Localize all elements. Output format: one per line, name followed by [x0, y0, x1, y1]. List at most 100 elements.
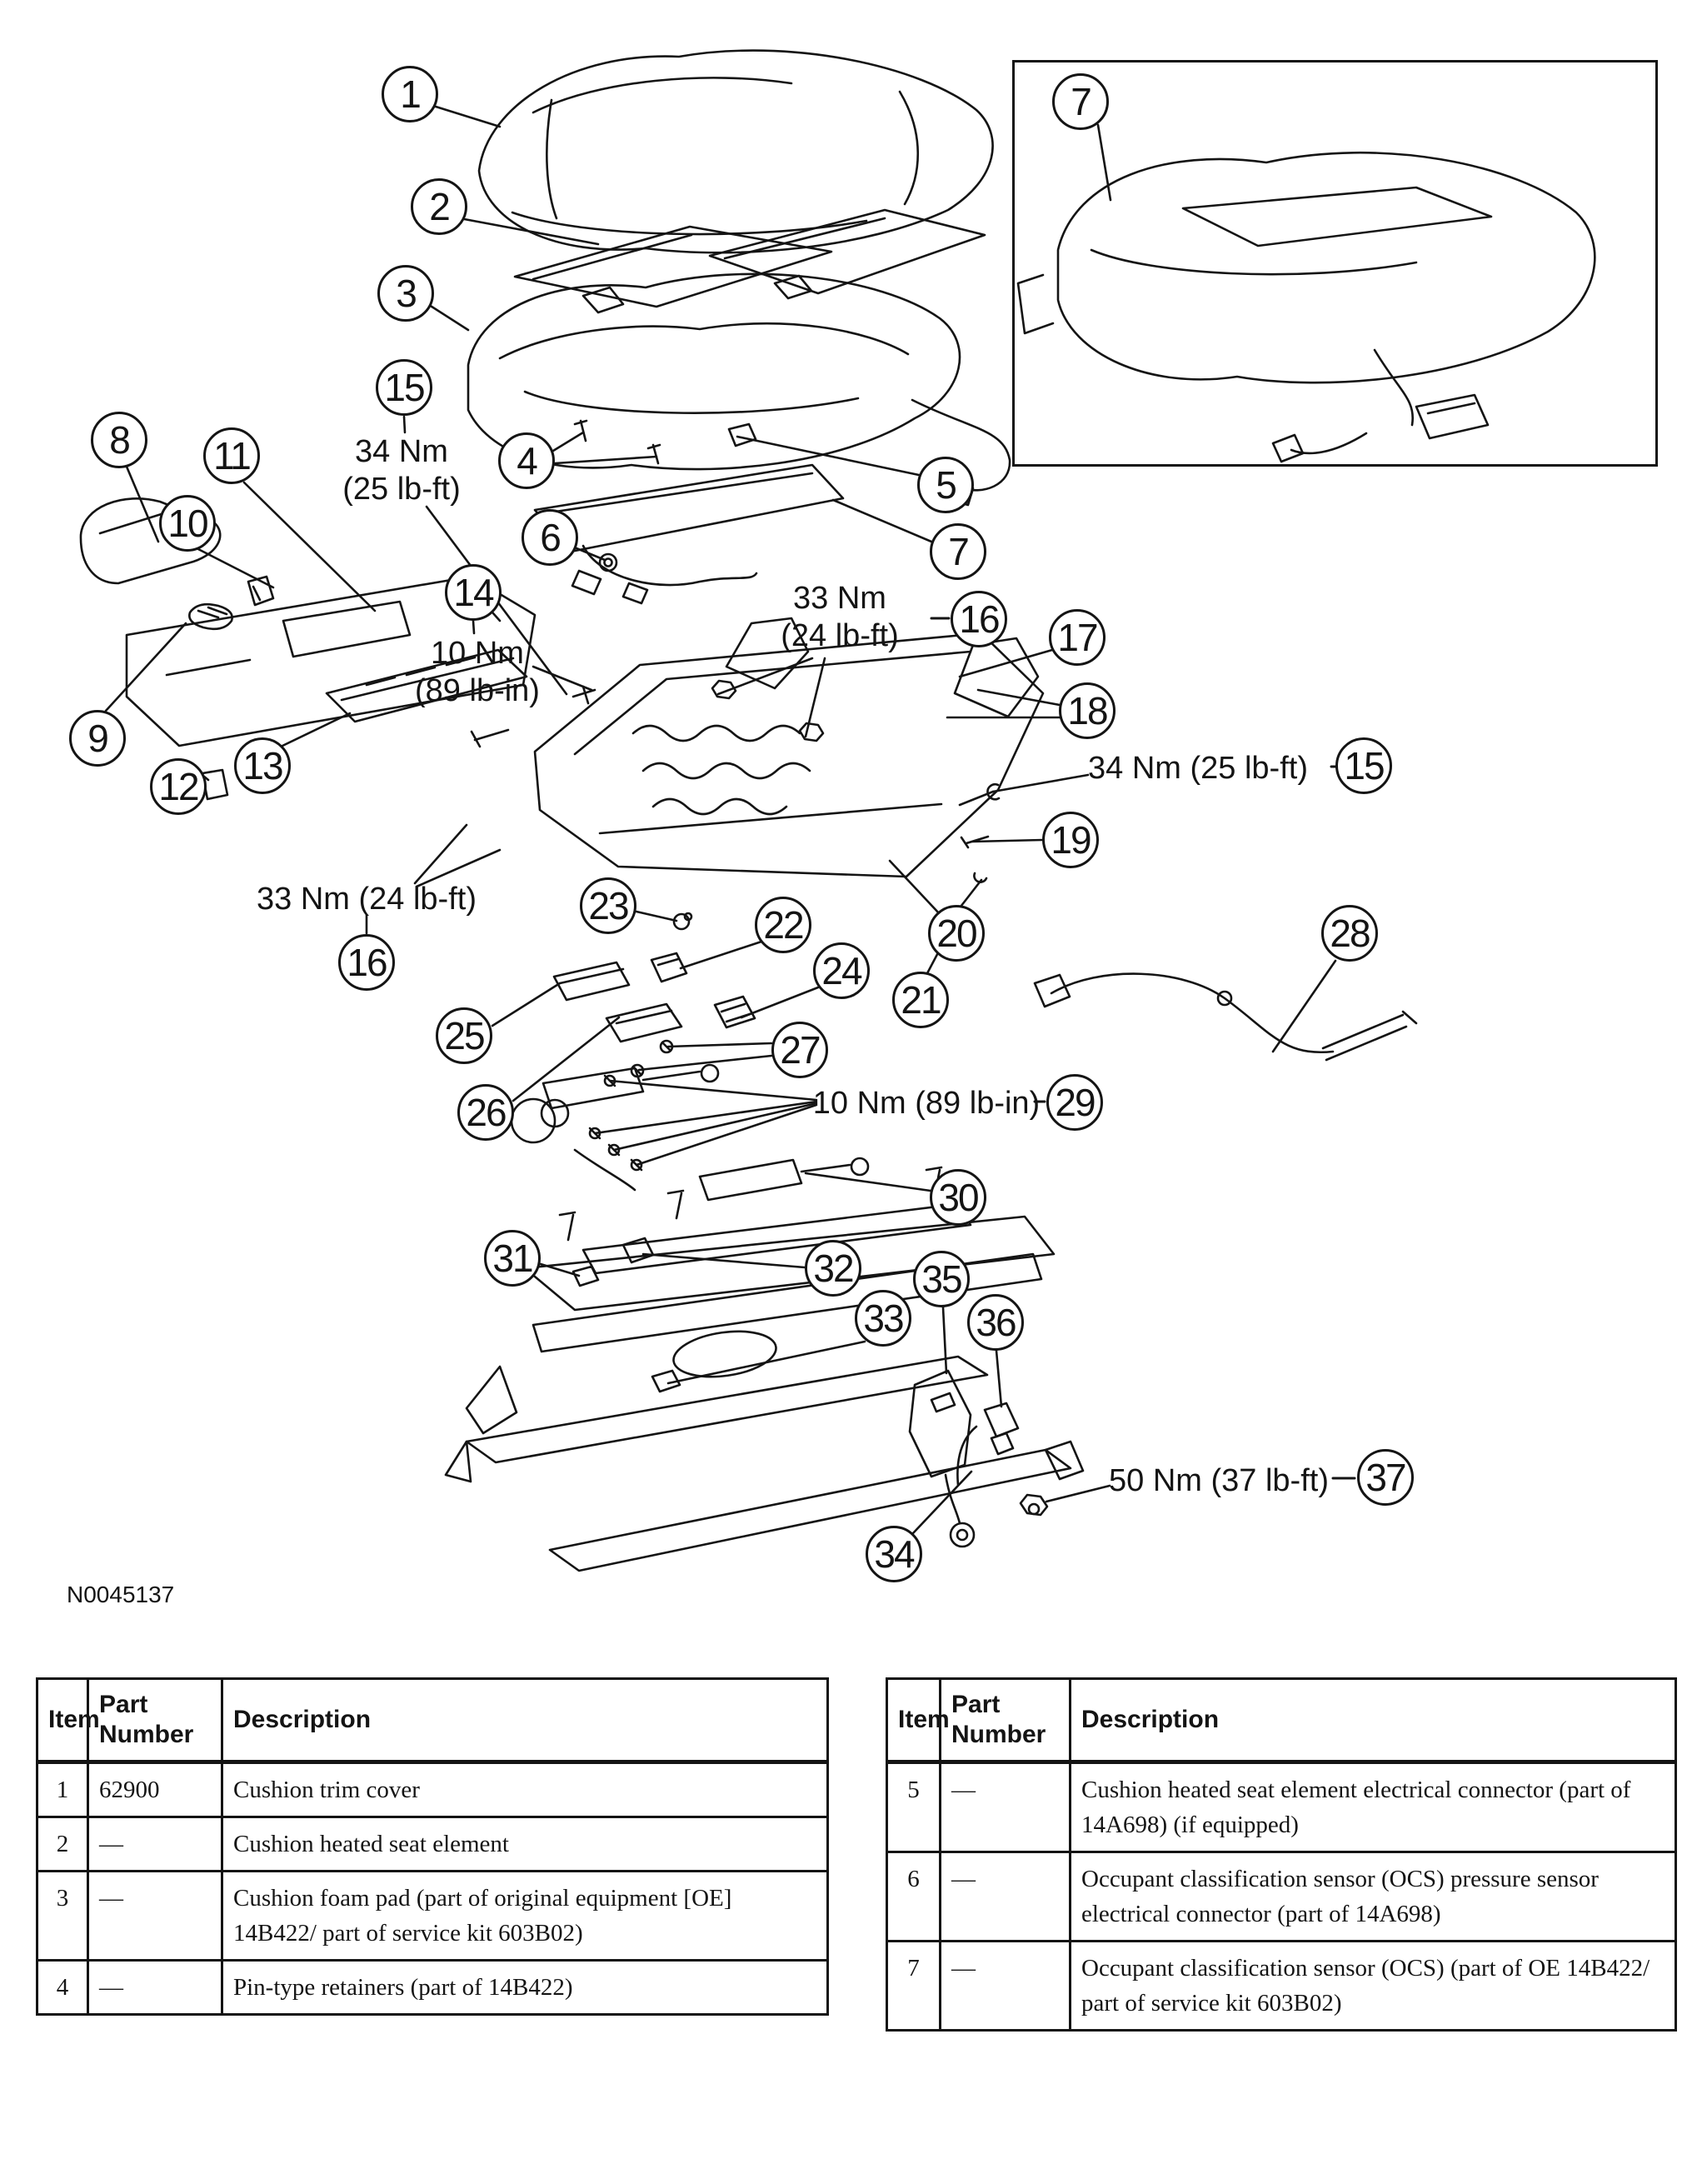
cell-description: Occupant classification sensor (OCS) (pa… [1069, 1940, 1677, 2032]
callout-2: 2 [411, 178, 467, 235]
callout-30: 30 [930, 1169, 986, 1226]
callout-6: 6 [522, 509, 578, 566]
cell-description: Occupant classification sensor (OCS) pre… [1069, 1851, 1677, 1943]
callout-16-left: 16 [338, 934, 395, 991]
table-row: 3—Cushion foam pad (part of original equ… [36, 1870, 829, 1962]
art-foam-pad [467, 272, 1011, 507]
callout-4: 4 [498, 432, 555, 489]
cell-part-number: — [87, 1959, 223, 2017]
callout-18: 18 [1059, 682, 1116, 739]
callout-21: 21 [892, 972, 949, 1028]
art-belt-buckle [908, 1369, 1049, 1548]
callout-13: 13 [234, 737, 291, 794]
callout-17: 17 [1049, 609, 1106, 666]
art-recline-cable [1033, 972, 1418, 1062]
art-gas-struts [510, 1063, 870, 1264]
callout-20: 20 [928, 905, 985, 962]
inset-detail-box [1012, 60, 1658, 467]
table-row: 7—Occupant classification sensor (OCS) (… [886, 1940, 1677, 2032]
callout-19: 19 [1042, 812, 1099, 868]
callout-29: 29 [1046, 1074, 1103, 1131]
callout-27: 27 [771, 1022, 828, 1078]
callout-5: 5 [917, 457, 974, 513]
cell-part-number: — [87, 1816, 223, 1873]
callout-3: 3 [377, 265, 434, 322]
cell-item: 4 [36, 1959, 89, 2017]
cell-part-number: — [939, 1940, 1071, 2032]
torque-34nm-right: 34 Nm (25 lb-ft) [1088, 751, 1308, 786]
art-seat-module [552, 912, 756, 1078]
cell-description: Pin-type retainers (part of 14B422) [221, 1959, 829, 2017]
cell-item: 5 [886, 1760, 941, 1854]
column-header: Description [1069, 1677, 1677, 1764]
torque-34nm-left: 34 Nm(25 lb-ft) [342, 434, 461, 507]
art-inset-cushion-assembly [1016, 151, 1596, 463]
callout-24: 24 [813, 942, 870, 999]
column-header: Part Number [87, 1677, 223, 1764]
cell-description: Cushion heated seat element electrical c… [1069, 1760, 1677, 1854]
callout-25: 25 [436, 1007, 492, 1064]
callout-31: 31 [484, 1230, 541, 1287]
callout-22: 22 [755, 897, 811, 953]
torque-10nm-right: 10 Nm (89 lb-in) [812, 1086, 1041, 1121]
table-row: 2—Cushion heated seat element [36, 1816, 829, 1873]
cell-description: Cushion foam pad (part of original equip… [221, 1870, 829, 1962]
callout-16-right: 16 [951, 591, 1007, 647]
cell-description: Cushion heated seat element [221, 1816, 829, 1873]
callout-35: 35 [913, 1251, 970, 1307]
callout-32: 32 [805, 1240, 861, 1297]
torque-10nm-left: 10 Nm(89 lb-in) [415, 636, 540, 708]
cell-part-number: — [939, 1851, 1071, 1943]
cell-item: 2 [36, 1816, 89, 1873]
column-header: Part Number [939, 1677, 1071, 1764]
callout-7-mid: 7 [930, 523, 986, 580]
callout-8: 8 [91, 412, 147, 468]
callout-9: 9 [69, 710, 126, 767]
leader-lines [104, 104, 1337, 1535]
callout-14: 14 [445, 564, 502, 621]
torque-33nm-right: 33 Nm(24 lb-ft) [781, 581, 899, 653]
cell-part-number: — [87, 1870, 223, 1962]
cell-item: 6 [886, 1851, 941, 1943]
art-heated-element [513, 208, 986, 314]
callout-33: 33 [855, 1290, 911, 1347]
callout-10: 10 [159, 495, 216, 552]
callout-15-right: 15 [1335, 737, 1392, 794]
table-row: 6—Occupant classification sensor (OCS) p… [886, 1851, 1677, 1943]
callout-12: 12 [150, 758, 207, 815]
art-cushion-trim-cover [477, 49, 994, 254]
callout-26: 26 [457, 1084, 514, 1141]
callout-11: 11 [203, 427, 260, 484]
callout-1: 1 [382, 66, 438, 122]
callout-15-top: 15 [376, 359, 432, 416]
callout-7-inset: 7 [1052, 73, 1109, 130]
callout-37: 37 [1357, 1449, 1414, 1506]
column-header: Item [886, 1677, 950, 1764]
cell-item: 1 [36, 1760, 89, 1819]
callout-28: 28 [1321, 905, 1378, 962]
torque-50nm: 50 Nm (37 lb-ft) [1109, 1463, 1329, 1498]
cell-part-number: — [939, 1760, 1071, 1854]
table-row: 4—Pin-type retainers (part of 14B422) [36, 1959, 829, 2017]
callout-34: 34 [866, 1526, 922, 1582]
label-dashes [930, 617, 1356, 1480]
cell-description: Cushion trim cover [221, 1760, 829, 1819]
figure-id: N0045137 [67, 1582, 175, 1607]
art-track-assembly [444, 1166, 1085, 1572]
column-header: Description [221, 1677, 829, 1764]
cell-item: 7 [886, 1940, 941, 2032]
callout-36: 36 [967, 1294, 1024, 1351]
column-header: Item [36, 1677, 100, 1764]
art-seat-frame [470, 617, 1045, 912]
torque-33nm-left: 33 Nm (24 lb-ft) [257, 882, 477, 917]
callout-23: 23 [580, 877, 636, 934]
table-row: 5—Cushion heated seat element electrical… [886, 1760, 1677, 1854]
art-switch-panel [325, 648, 528, 723]
